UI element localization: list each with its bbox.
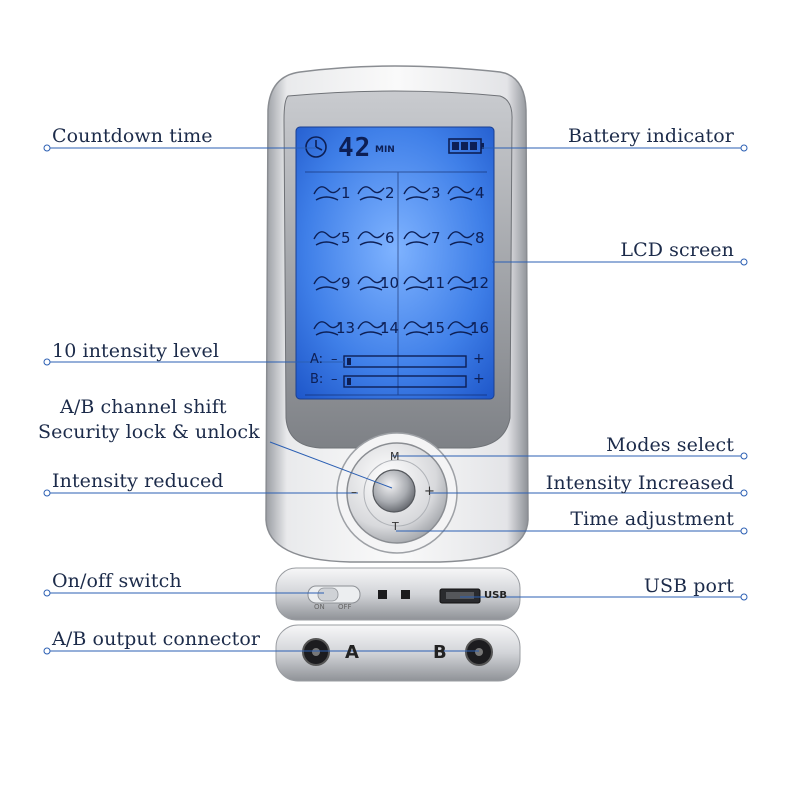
switch-off-label: OFF: [338, 603, 352, 611]
switch-on-label: ON: [314, 603, 325, 611]
channel-shift-button[interactable]: [372, 469, 416, 513]
label-time-adjustment: Time adjustment: [570, 508, 734, 530]
mode-number: 13: [336, 319, 356, 337]
mode-number: 3: [431, 184, 441, 202]
mode-massage-icon: [403, 231, 431, 246]
mode-number: 1: [341, 184, 351, 202]
channel-a-plus: +: [473, 351, 485, 367]
intensity-plus-button[interactable]: +: [424, 484, 435, 499]
mode-number: 12: [470, 274, 490, 292]
channel-b-minus: –: [331, 372, 338, 387]
minutes-unit: MIN: [375, 145, 395, 155]
label-security-lock: Security lock & unlock: [38, 421, 260, 443]
mode-number: 10: [380, 274, 400, 292]
usb-port-icon: [439, 588, 481, 604]
label-usb-port: USB port: [643, 575, 734, 597]
mode-massage-icon: [313, 186, 341, 201]
mode-number: 15: [426, 319, 446, 337]
label-ab-channel-shift: A/B channel shift: [60, 396, 227, 418]
jack-port-icon: [465, 638, 493, 666]
indicator-led: [401, 590, 410, 599]
mode-massage-icon: [357, 276, 385, 291]
countdown-minutes: 42: [338, 133, 372, 163]
battery-icon: [448, 138, 484, 154]
channel-b-bar: [343, 375, 467, 388]
top-edge-panel: [275, 567, 521, 621]
channel-b-label: B:: [310, 372, 324, 387]
label-countdown-time: Countdown time: [52, 125, 213, 147]
mode-massage-icon: [357, 186, 385, 201]
callout-lines: [43, 144, 748, 655]
lcd-screen: [295, 126, 495, 400]
mode-number: 6: [385, 229, 395, 247]
time-button[interactable]: T: [392, 520, 399, 533]
power-switch-icon[interactable]: [307, 585, 361, 604]
jack-port-icon: [302, 638, 330, 666]
label-modes-select: Modes select: [606, 434, 734, 456]
mode-massage-icon: [447, 231, 475, 246]
output-a-label: A: [345, 642, 359, 663]
mode-number: 2: [385, 184, 395, 202]
mode-massage-icon: [403, 186, 431, 201]
indicator-led: [378, 590, 387, 599]
mode-massage-icon: [403, 276, 431, 291]
bottom-edge-panel: [275, 624, 521, 682]
label-ab-output-connector: A/B output connector: [52, 628, 261, 650]
mode-massage-icon: [403, 321, 431, 336]
mode-number: 8: [475, 229, 485, 247]
label-battery-indicator: Battery indicator: [567, 125, 734, 147]
mode-number: 16: [470, 319, 490, 337]
output-b-label: B: [433, 642, 447, 663]
mode-number: 7: [431, 229, 441, 247]
intensity-minus-button[interactable]: –: [351, 485, 357, 499]
mode-number: 4: [475, 184, 485, 202]
usb-label: USB: [484, 590, 507, 601]
mode-massage-icon: [447, 186, 475, 201]
channel-a-label: A:: [310, 352, 324, 367]
label-lcd-screen: LCD screen: [620, 239, 734, 261]
mode-massage-icon: [313, 276, 341, 291]
control-pad: [336, 432, 458, 554]
modes-button[interactable]: M: [390, 450, 400, 463]
mode-massage-icon: [447, 321, 475, 336]
mode-massage-icon: [357, 231, 385, 246]
channel-b-plus: +: [473, 371, 485, 387]
label-intensity-level: 10 intensity level: [52, 340, 220, 362]
mode-number: 14: [380, 319, 400, 337]
mode-icon-grid: [313, 186, 475, 336]
mode-massage-icon: [447, 276, 475, 291]
mode-number: 11: [426, 274, 446, 292]
mode-number: 5: [341, 229, 351, 247]
mode-massage-icon: [357, 321, 385, 336]
label-on-off-switch: On/off switch: [52, 570, 182, 592]
clock-icon: [305, 136, 327, 158]
channel-a-minus: –: [331, 352, 338, 367]
mode-number: 9: [341, 274, 351, 292]
label-intensity-increased: Intensity Increased: [545, 472, 734, 494]
label-intensity-reduced: Intensity reduced: [52, 470, 224, 492]
mode-massage-icon: [313, 321, 341, 336]
mode-massage-icon: [313, 231, 341, 246]
